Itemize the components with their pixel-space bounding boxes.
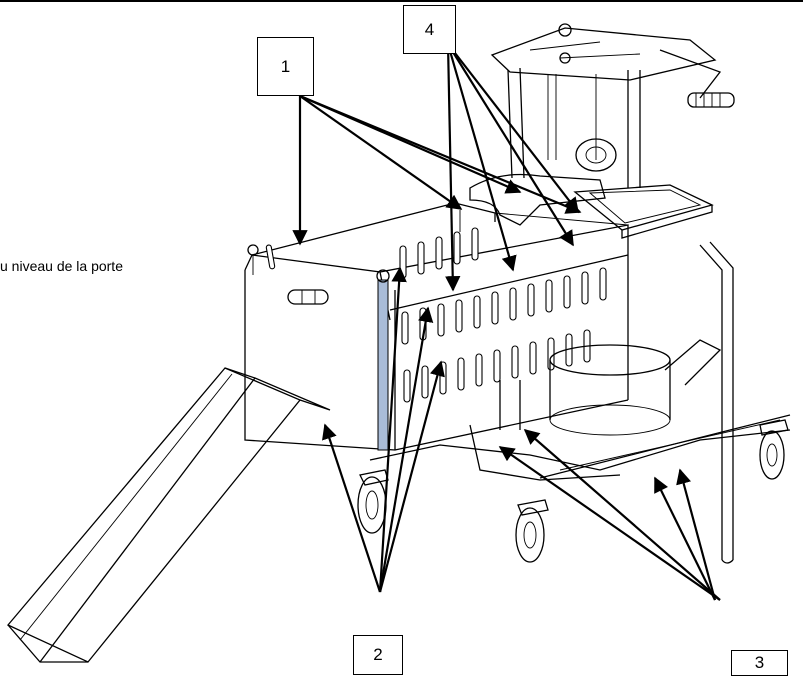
arrows-callout-1 <box>292 94 582 246</box>
discharge-chute <box>6 367 331 663</box>
push-handle <box>699 241 734 564</box>
side-note-text: u niveau de la porte <box>0 258 123 274</box>
saddle-bracket <box>469 173 606 226</box>
upright-column <box>490 23 717 188</box>
top-border-line <box>0 0 803 2</box>
tray-platform <box>573 184 714 239</box>
crank-handle <box>659 49 735 108</box>
basket-slots <box>265 227 607 403</box>
callout-1: 1 <box>257 37 314 96</box>
arrows-callout-2 <box>322 266 445 593</box>
callout-3: 3 <box>731 650 788 676</box>
arrows-callout-3 <box>498 428 721 601</box>
basket-end-handle <box>247 244 329 305</box>
chassis-frame <box>369 380 791 481</box>
drum-container <box>549 339 722 436</box>
door-hinge-rod <box>376 269 390 451</box>
pulley-wheel <box>575 138 617 172</box>
caster-wheels <box>357 419 789 563</box>
callout-4: 4 <box>403 5 456 54</box>
arrows-callout-4 <box>445 43 579 292</box>
callout-2: 2 <box>353 635 403 675</box>
